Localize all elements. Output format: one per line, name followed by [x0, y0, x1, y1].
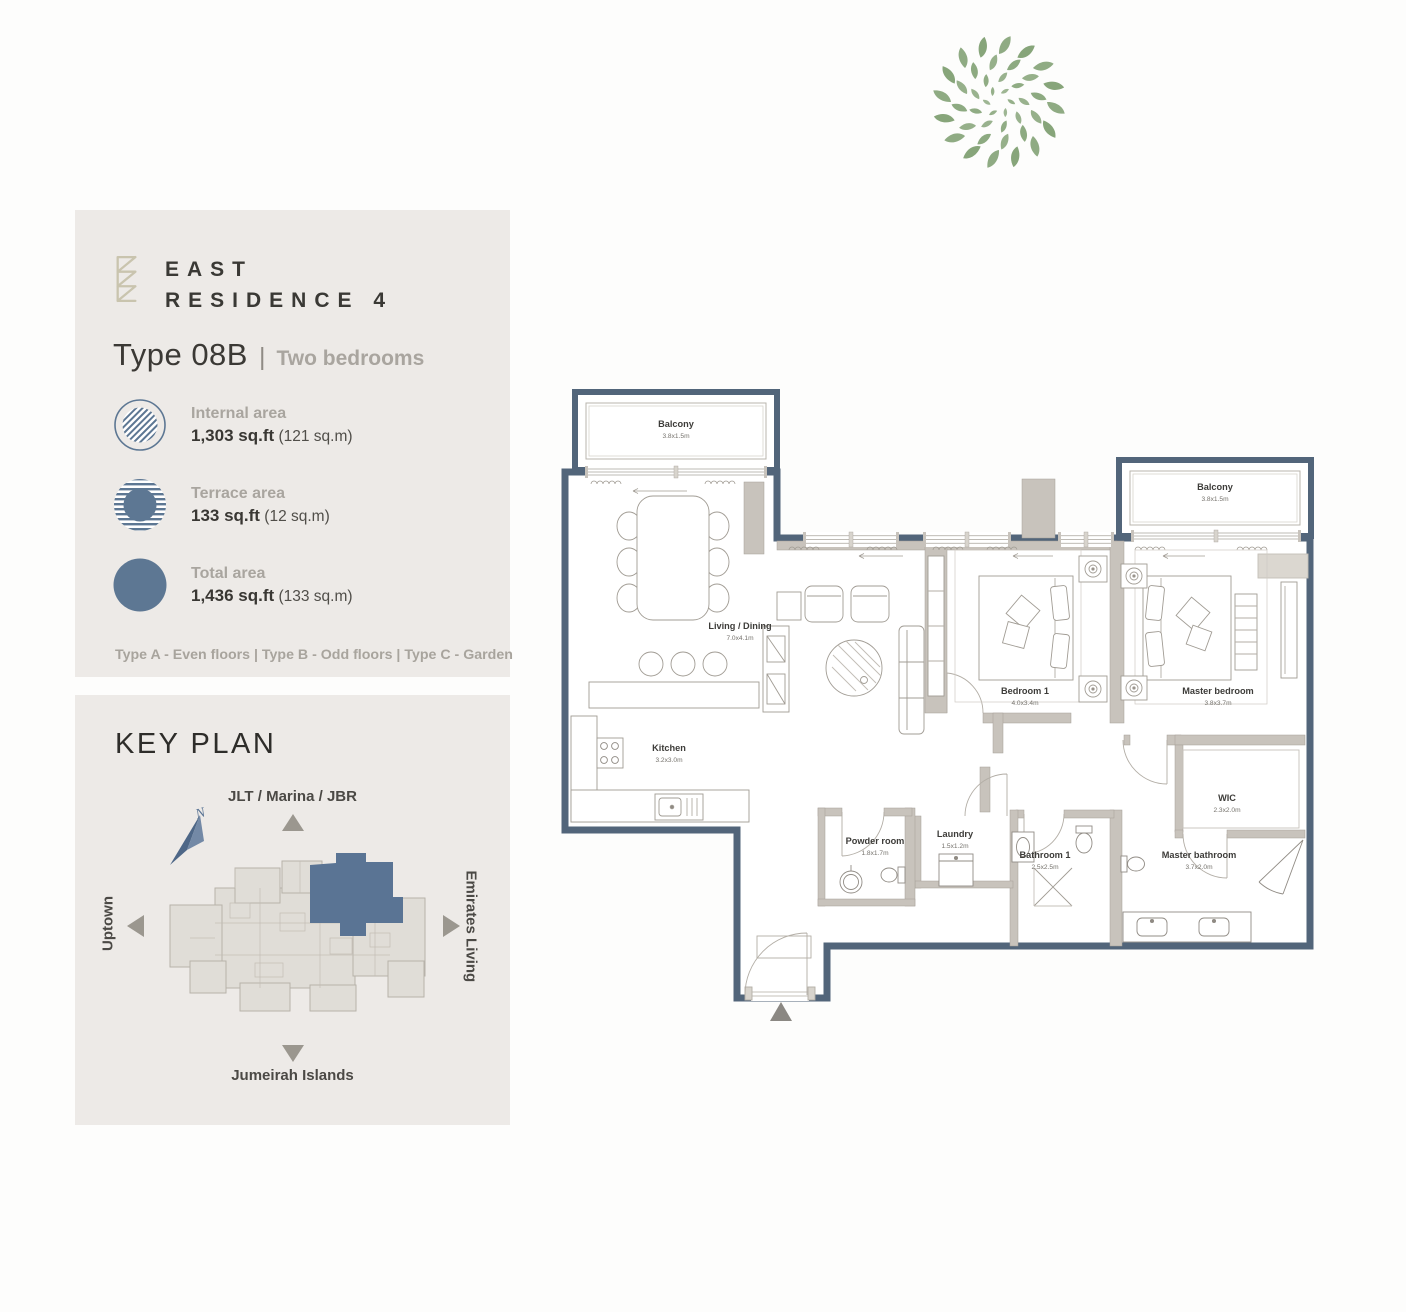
room-dims: 2.5x2.5m — [1031, 864, 1059, 871]
sofa — [898, 625, 925, 735]
building-name-line2: RESIDENCE 4 — [165, 289, 394, 312]
vanity — [1011, 831, 1035, 863]
room-dims: 3.7x2.0m — [1185, 864, 1213, 871]
toilet-tank — [1120, 855, 1128, 873]
kitchen-peninsula — [588, 681, 760, 709]
triangle-right-icon — [443, 915, 460, 937]
bedroom1-furniture — [927, 549, 1108, 703]
triangle-down-icon — [282, 1045, 304, 1062]
windows — [585, 465, 1301, 548]
dining-table — [636, 495, 710, 621]
entry-closet — [756, 935, 812, 959]
toilet-tank — [897, 866, 906, 884]
triangle-up-icon — [282, 814, 304, 831]
room-dims: 3.8x1.5m — [1201, 496, 1229, 503]
room-label: Bedroom 1 — [1001, 686, 1049, 696]
master-bedroom-furniture — [1120, 549, 1309, 705]
room-dims: 2.3x2.0m — [1213, 807, 1241, 814]
area-value-metric: (12 sq.m) — [259, 507, 330, 525]
armchair — [804, 585, 844, 623]
room-label: WIC — [1218, 793, 1236, 803]
room-label: Bathroom 1 — [1019, 850, 1070, 860]
floor-types-note: Type A - Even floors | Type B - Odd floo… — [115, 647, 513, 663]
armchair — [850, 585, 890, 623]
unit-info-panel: EAST RESIDENCE 4 Type 08B | Two bedrooms… — [75, 210, 513, 677]
hatched-circle-icon — [114, 399, 166, 451]
bedrooms-label: Two bedrooms — [276, 347, 425, 370]
room-label: Powder room — [846, 836, 905, 846]
north-arrow-icon: N — [170, 805, 208, 865]
direction-label-east: Emirates Living — [462, 870, 480, 983]
entry-marker-icon — [770, 1002, 792, 1021]
room-label: Balcony — [658, 419, 695, 429]
balcony-left — [572, 389, 780, 473]
room-labels: Balcony 3.8x1.5m Balcony 3.8x1.5m Living… — [652, 419, 1254, 871]
balcony-right — [1116, 457, 1314, 539]
keyplan-building — [169, 853, 426, 1012]
room-dims: 4.0x3.4m — [1011, 700, 1039, 707]
toilet — [880, 867, 898, 883]
building-name-line1: EAST — [165, 258, 254, 281]
room-label: Balcony — [1197, 482, 1234, 492]
round-rug — [825, 639, 883, 697]
room-label: Master bathroom — [1162, 850, 1237, 860]
internal-area-row: Internal area 1,303 sq.ft (121 sq.m) — [113, 398, 353, 452]
area-label: Internal area — [191, 404, 287, 422]
folding-shower — [1033, 867, 1073, 907]
room-dims: 3.2x3.0m — [655, 757, 683, 764]
corner-shower — [1258, 839, 1304, 895]
area-value-metric: (133 sq.m) — [274, 587, 353, 605]
area-value-imperial: 133 sq.ft — [191, 505, 260, 525]
bench — [1234, 593, 1258, 671]
room-label: Kitchen — [652, 743, 686, 753]
area-value-imperial: 1,436 sq.ft — [191, 585, 275, 605]
side-table — [776, 591, 802, 621]
key-plan-title: KEY PLAN — [115, 728, 277, 760]
stove — [596, 737, 624, 769]
living-dining-furniture — [588, 495, 925, 735]
terrace-area-row: Terrace area 133 sq.ft (12 sq.m) — [113, 478, 330, 532]
area-label: Terrace area — [191, 484, 285, 502]
toilet — [1127, 856, 1145, 872]
room-label: Living / Dining — [708, 621, 771, 631]
kitchen-fixtures — [570, 715, 750, 823]
area-value: 1,436 sq.ft (133 sq.m) — [191, 586, 353, 606]
room-dims: 7.0x4.1m — [726, 635, 754, 642]
room-dims: 1.8x1.7m — [861, 850, 889, 857]
room-dims: 1.5x1.2m — [941, 843, 969, 850]
direction-label-west: Uptown — [99, 896, 117, 951]
curtain-symbols — [590, 480, 1268, 551]
room-label: Master bedroom — [1182, 686, 1253, 696]
room-dims: 3.8x1.5m — [662, 433, 690, 440]
direction-label-south: Jumeirah Islands — [231, 1067, 354, 1084]
bathroom-fixtures — [756, 749, 1304, 959]
tv-unit — [1280, 581, 1298, 679]
triangle-left-icon — [127, 915, 144, 937]
key-plan-panel: KEY PLAN JLT / Marina / JBR N Uptown Emi… — [75, 695, 510, 1125]
dimension-arrows — [632, 488, 1205, 559]
area-label: Total area — [191, 564, 266, 582]
total-area-row: Total area 1,436 sq.ft (133 sq.m) — [113, 558, 353, 612]
brand-logo: SERENIA DISTRICT AT JUMEIRAH ISLANDS — [925, 28, 1395, 178]
residence-icon — [116, 255, 137, 303]
room-label: Laundry — [937, 829, 974, 839]
floor-plan: Balcony 3.8x1.5m Balcony 3.8x1.5m Living… — [561, 389, 1314, 1021]
solid-circle-icon — [113, 558, 167, 612]
toilet — [1075, 832, 1093, 854]
room-dims: 3.8x3.7m — [1204, 700, 1232, 707]
type-divider: | — [258, 343, 266, 371]
area-value: 1,303 sq.ft (121 sq.m) — [191, 426, 353, 446]
area-value: 133 sq.ft (12 sq.m) — [191, 506, 330, 526]
leaf-spiral-icon — [933, 36, 1065, 168]
wic-closet — [1182, 749, 1300, 829]
highlighted-unit — [310, 853, 403, 936]
unit-type-row: Type 08B | Two bedrooms — [113, 337, 424, 373]
toilet-tank — [1075, 825, 1093, 834]
unit-type: Type 08B — [113, 337, 248, 372]
area-value-imperial: 1,303 sq.ft — [191, 425, 275, 445]
striped-circle-icon — [114, 479, 166, 531]
area-value-metric: (121 sq.m) — [274, 427, 353, 445]
direction-label-north: JLT / Marina / JBR — [228, 788, 357, 805]
